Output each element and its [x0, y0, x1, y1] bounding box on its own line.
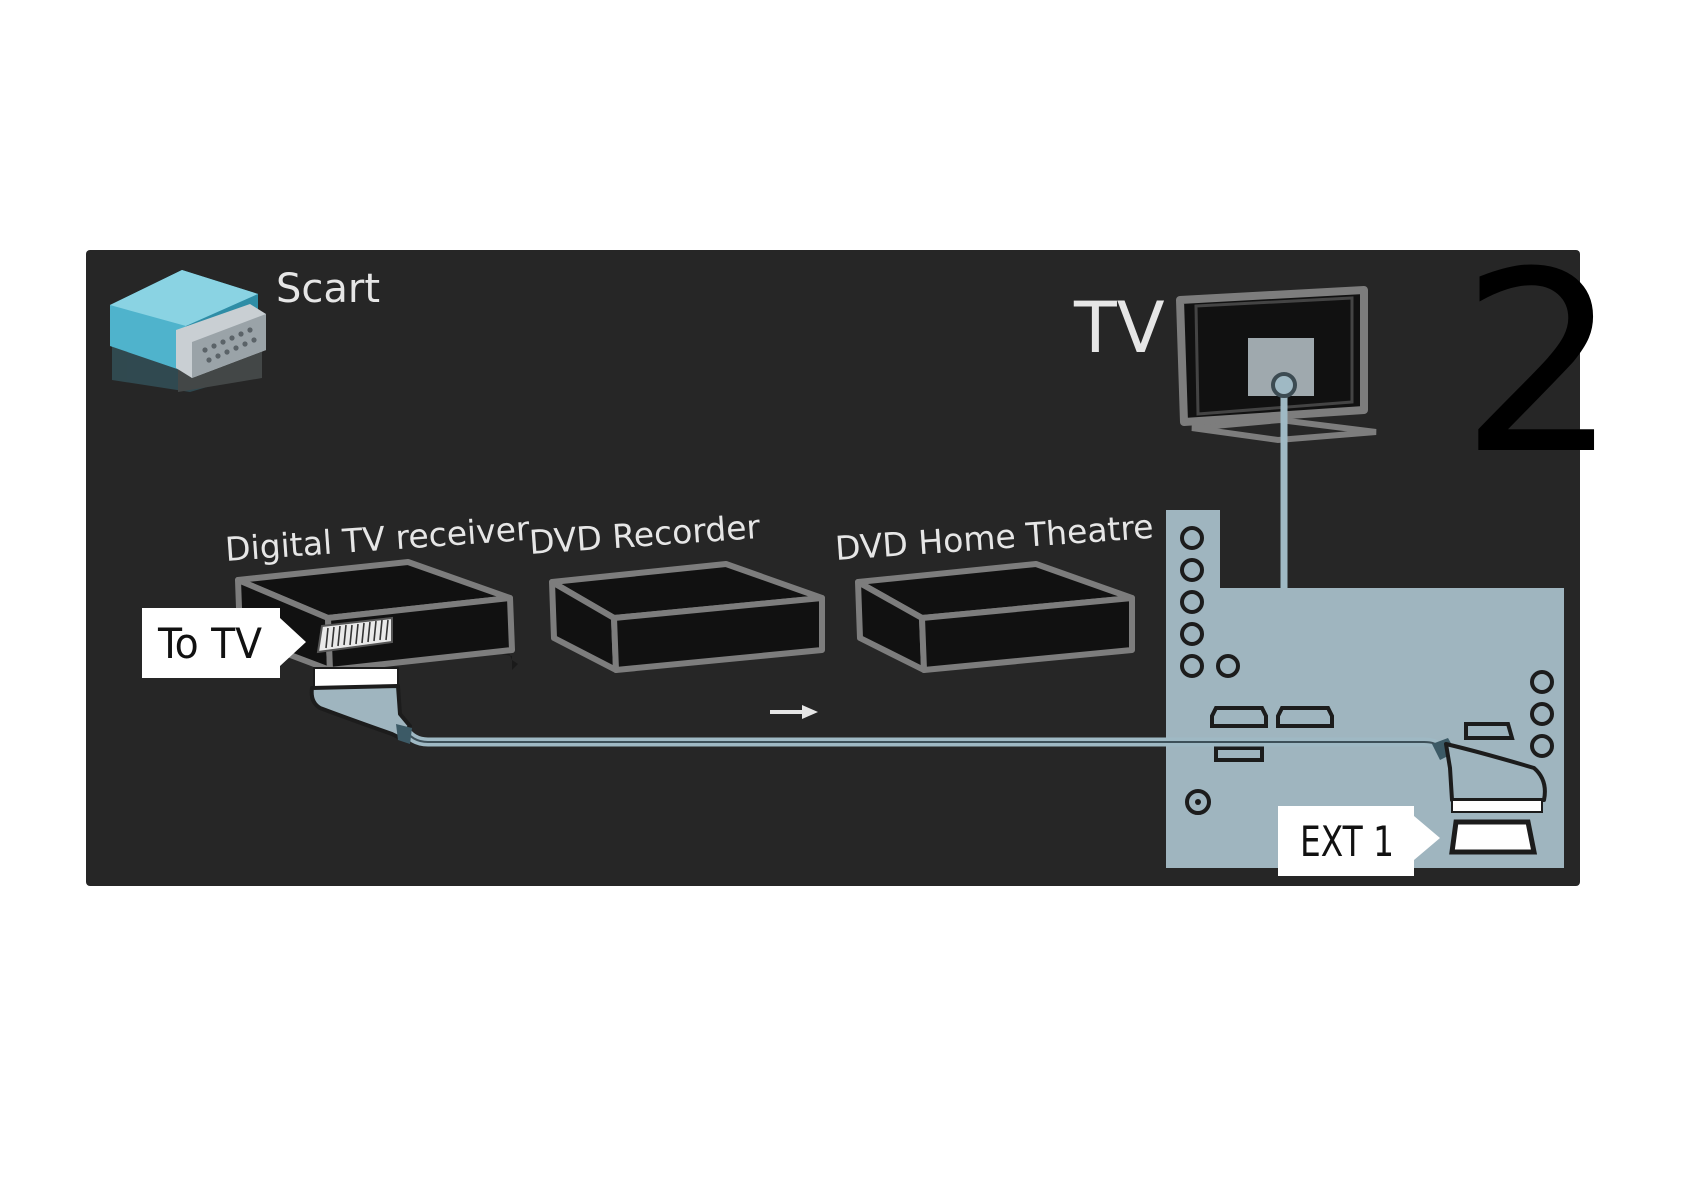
tv-scart-plug — [1432, 738, 1547, 813]
scart-plug-icon — [110, 270, 266, 392]
ext1-callout-text: EXT 1 — [1300, 817, 1394, 866]
signal-direction-arrow — [770, 705, 818, 719]
dvd-recorder — [549, 561, 825, 673]
tv-label: TV — [1073, 287, 1165, 369]
to-tv-callout: To TV — [142, 608, 306, 678]
ext1-callout: EXT 1 — [1278, 806, 1440, 876]
legend-label: Scart — [276, 266, 380, 312]
tv-icon — [1176, 286, 1377, 444]
dvd-home-theatre — [855, 561, 1135, 673]
step-number: 2 — [1460, 218, 1619, 509]
to-tv-callout-text: To TV — [157, 619, 262, 668]
receiver-scart-plug — [309, 667, 412, 744]
